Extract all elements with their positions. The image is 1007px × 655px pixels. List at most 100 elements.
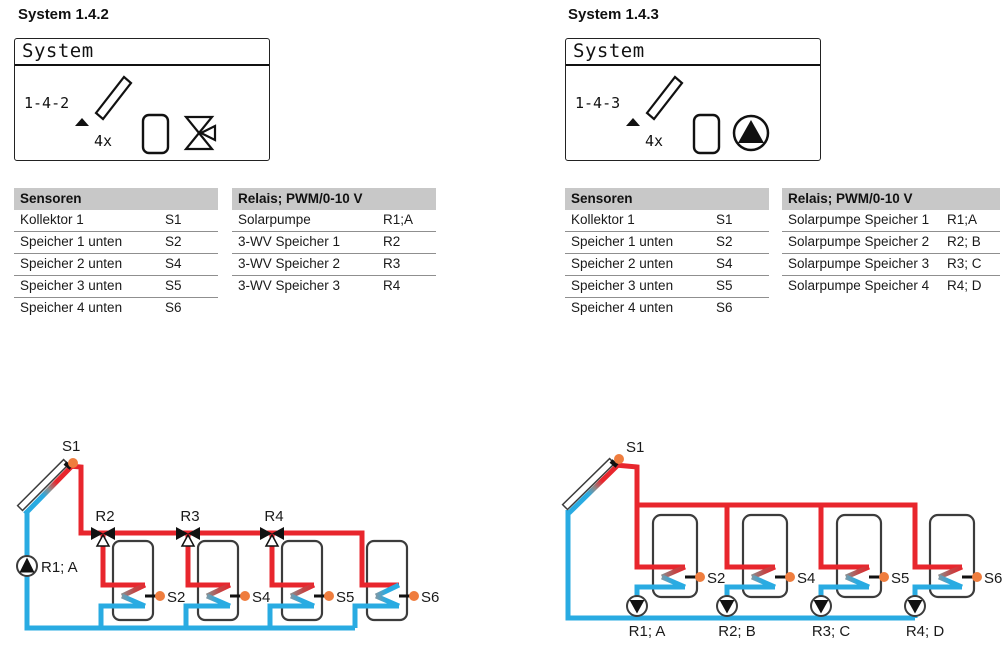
sensor-table-header: Sensoren xyxy=(565,188,769,210)
sensor-dot-s1 xyxy=(68,458,78,468)
storage-tank xyxy=(196,539,240,622)
sensor-s2: S2 xyxy=(145,589,185,606)
lcd-menu-title: System xyxy=(566,39,820,66)
pump-label: R1; A xyxy=(41,559,78,576)
tank-pumps: R1; A R2; B R3; C R4; D xyxy=(626,595,945,640)
collector-icon xyxy=(94,75,133,121)
tank-sensors: S2 S4 S5 S6 xyxy=(685,570,1002,587)
system-143-title: System 1.4.3 xyxy=(568,6,659,23)
pump-icon xyxy=(732,114,770,152)
valve-icon-r4: R4 xyxy=(260,508,284,547)
pump-icon-r2: R2; B xyxy=(716,595,756,640)
hydraulic-diagram-143: S1 R1; A R2; B R3; C R4; D xyxy=(561,439,1002,640)
svg-text:S6: S6 xyxy=(984,570,1002,587)
flow-pipes xyxy=(68,463,399,588)
valve-label: R2 xyxy=(95,508,114,525)
collector-icon: S1 xyxy=(16,438,80,516)
pump-icon-r1: R1; A xyxy=(626,595,666,640)
svg-text:S5: S5 xyxy=(336,589,354,606)
valve-icon-r2: R2 xyxy=(91,508,115,547)
flow-pipes xyxy=(614,462,962,570)
storage-tank xyxy=(111,539,155,622)
sensor-label: S1 xyxy=(62,438,80,455)
storage-tank-icon xyxy=(692,113,721,155)
pump-icon-r1: R1; A xyxy=(16,555,78,577)
svg-text:S2: S2 xyxy=(707,570,725,587)
svg-text:S5: S5 xyxy=(891,570,909,587)
pump-label: R3; C xyxy=(812,623,851,640)
sensor-label: S1 xyxy=(626,439,644,456)
cursor-arrow-icon xyxy=(626,118,640,126)
lcd-screen-graphic-142: 1-4-2 4x xyxy=(24,75,217,155)
tank-sensors: S2 S4 S5 S6 xyxy=(145,589,439,606)
sensor-s6: S6 xyxy=(962,570,1002,587)
three-way-valves: R2 R3 R4 xyxy=(91,508,284,547)
sensor-s2: S2 xyxy=(685,570,725,587)
lcd-display-142: System 1-4-2 4x xyxy=(14,38,270,161)
relay-table-header: Relais; PWM/0-10 V xyxy=(232,188,436,210)
pump-label: R4; D xyxy=(906,623,945,640)
sensor-s4: S4 xyxy=(775,570,815,587)
svg-text:S2: S2 xyxy=(167,589,185,606)
lcd-menu-title: System xyxy=(15,39,269,66)
valve-icon-r3: R3 xyxy=(176,508,200,547)
storage-tank xyxy=(280,539,324,622)
pump-icon-r4: R4; D xyxy=(904,595,945,640)
storage-tank xyxy=(365,539,409,622)
lcd-system-code: 1-4-3 xyxy=(575,94,620,112)
svg-text:S4: S4 xyxy=(797,570,815,587)
lcd-screen-graphic-143: 1-4-3 4x xyxy=(575,75,770,155)
sensor-pocket-icon xyxy=(63,461,73,470)
valve-label: R3 xyxy=(180,508,199,525)
sensor-dot-s1 xyxy=(614,454,624,464)
sensor-s4: S4 xyxy=(230,589,270,606)
return-pipes xyxy=(24,512,399,631)
cursor-arrow-icon xyxy=(75,118,89,126)
heat-exchanger-coils xyxy=(661,564,963,590)
sensor-s6: S6 xyxy=(399,589,439,606)
svg-text:S4: S4 xyxy=(252,589,270,606)
pump-label: R2; B xyxy=(718,623,756,640)
relay-table-143: Relais; PWM/0-10 V Solarpumpe Speicher 1… xyxy=(782,188,1000,297)
collector-icon xyxy=(645,75,684,121)
heat-exchanger-coils xyxy=(120,582,401,609)
pump-icon-r3: R3; C xyxy=(810,595,851,640)
lcd-system-code: 1-4-2 xyxy=(24,94,69,112)
valve-label: R4 xyxy=(264,508,283,525)
sensor-s5: S5 xyxy=(869,570,909,587)
pump-label: R1; A xyxy=(629,623,666,640)
relay-table-header: Relais; PWM/0-10 V xyxy=(782,188,1000,210)
lcd-display-143: System 1-4-3 4x xyxy=(565,38,821,161)
svg-text:S6: S6 xyxy=(421,589,439,606)
sensor-table-header: Sensoren xyxy=(14,188,218,210)
sensor-pocket-icon xyxy=(609,459,619,468)
hydraulic-diagram-142: S1 R1; A R2 R3 R4 xyxy=(16,438,439,631)
three-way-valve-icon xyxy=(183,115,217,151)
storage-tank-icon xyxy=(141,113,170,155)
system-142-title: System 1.4.2 xyxy=(18,6,109,23)
lcd-multiplier: 4x xyxy=(94,132,112,150)
storage-tanks xyxy=(111,539,409,622)
sensor-s5: S5 xyxy=(314,589,354,606)
